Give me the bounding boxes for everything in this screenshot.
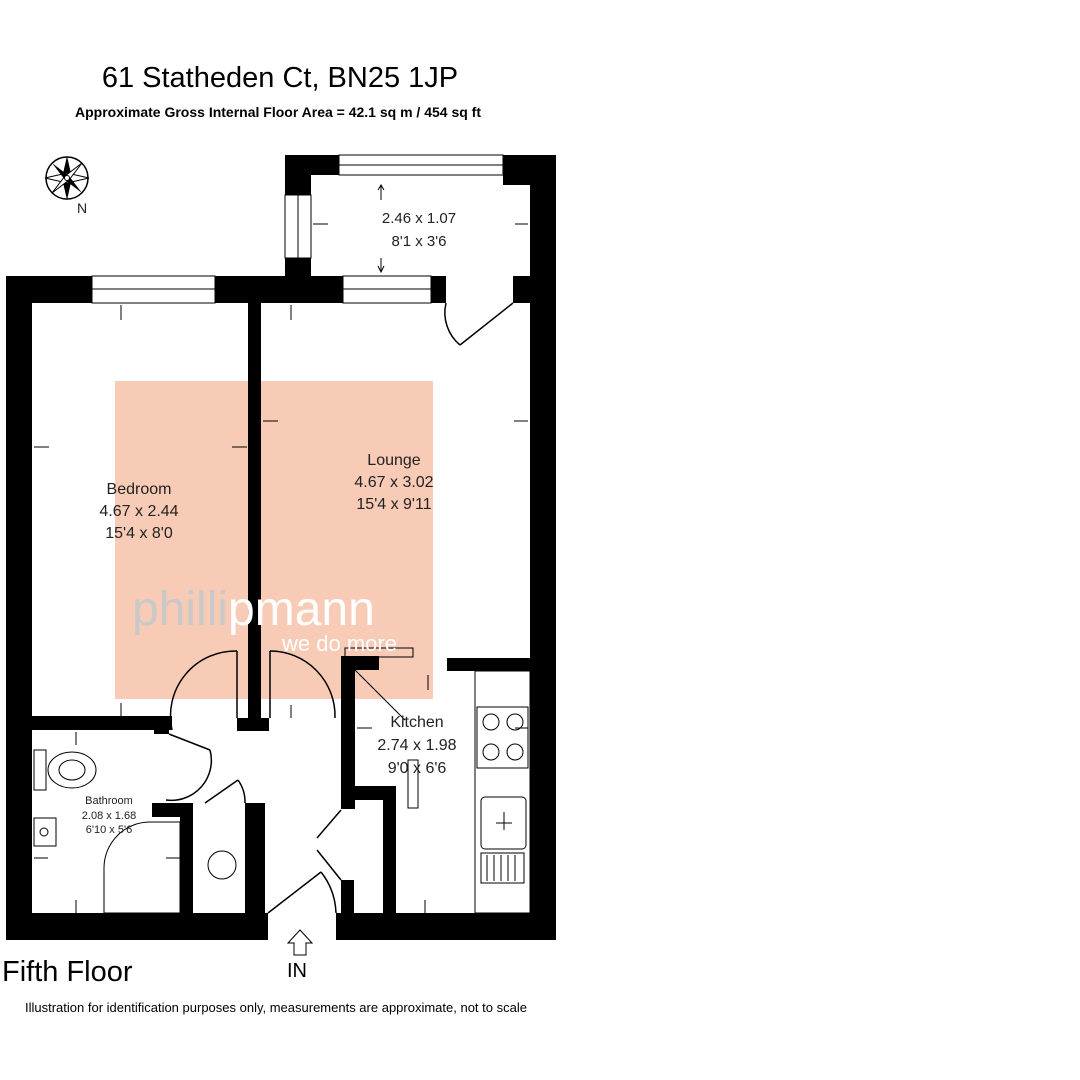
bedroom-name: Bedroom: [107, 481, 172, 498]
balcony-imperial: 8'1 x 3'6: [392, 233, 447, 250]
floor-area-summary: Approximate Gross Internal Floor Area = …: [75, 104, 481, 120]
kitchen-fittings: [344, 647, 531, 914]
bedroom-metric: 4.67 x 2.44: [99, 503, 178, 520]
windows: [91, 154, 504, 304]
bathroom-fittings: [33, 749, 237, 914]
bathroom-metric: 2.08 x 1.68: [82, 810, 136, 822]
entrance-arrow-icon: [286, 929, 314, 956]
bedroom-imperial: 15'4 x 8'0: [105, 525, 173, 542]
compass-north-label: N: [77, 200, 87, 216]
kitchen-imperial: 9'0 x 6'6: [388, 760, 447, 777]
watermark-overlay: [115, 381, 433, 699]
lounge-name: Lounge: [367, 452, 420, 469]
watermark-brand-part2: pmann: [228, 583, 375, 636]
kitchen-metric: 2.74 x 1.98: [377, 737, 456, 754]
lounge-metric: 4.67 x 3.02: [354, 474, 433, 491]
disclaimer-text: Illustration for identification purposes…: [25, 1000, 527, 1015]
floor-label: Fifth Floor: [2, 956, 133, 988]
watermark-brand-part1: philli: [132, 583, 228, 636]
walls: [6, 155, 556, 940]
doors: [165, 302, 514, 914]
kitchen-name: Kitchen: [390, 714, 443, 731]
bathroom-name: Bathroom: [85, 795, 133, 807]
entrance-label: IN: [287, 960, 307, 982]
lounge-imperial: 15'4 x 9'11: [356, 496, 431, 513]
balcony-metric: 2.46 x 1.07: [382, 210, 456, 227]
watermark-brand: phillipmann: [132, 583, 375, 636]
compass-icon: [44, 156, 90, 200]
watermark-tagline: we do more: [281, 631, 397, 656]
property-address: 61 Statheden Ct, BN25 1JP: [101, 62, 459, 94]
dimension-arrows: [34, 184, 528, 913]
bathroom-imperial: 6'10 x 5'6: [86, 824, 132, 836]
